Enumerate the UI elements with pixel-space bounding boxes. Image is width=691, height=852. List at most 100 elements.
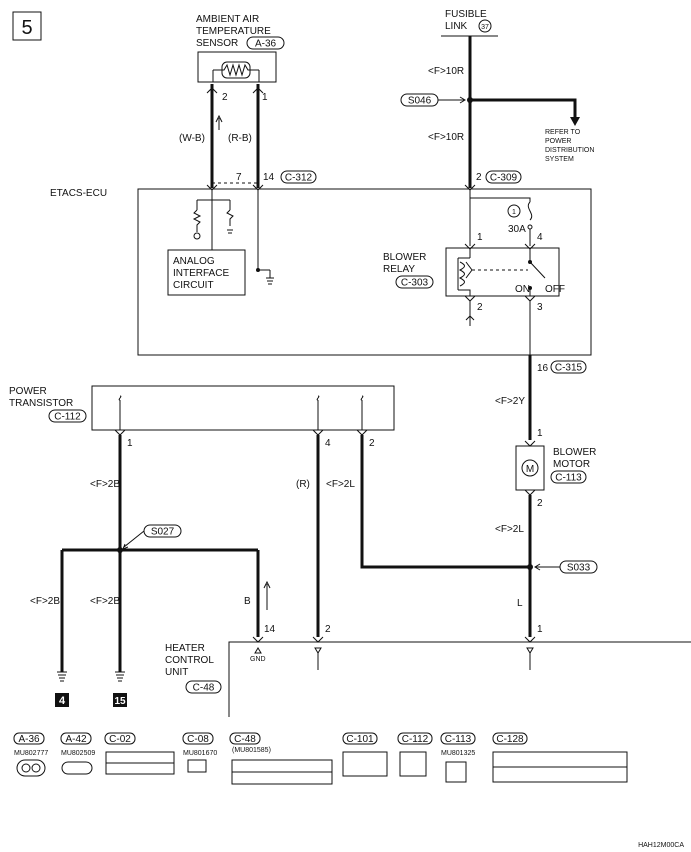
svg-text:MU801325: MU801325 — [441, 750, 475, 757]
svg-text:4: 4 — [537, 232, 543, 243]
svg-text:MU802509: MU802509 — [61, 750, 95, 757]
transistor-label-2: TRANSISTOR — [9, 398, 73, 409]
refer-arrow-icon — [570, 117, 580, 126]
svg-text:MU802777: MU802777 — [14, 750, 48, 757]
svg-text:A-42: A-42 — [65, 734, 87, 745]
svg-text:<F>2L: <F>2L — [326, 479, 355, 490]
blower-motor-box — [515, 445, 545, 491]
svg-text:<F>2B: <F>2B — [90, 596, 120, 607]
fuse-icon — [527, 201, 533, 221]
svg-text:2: 2 — [476, 172, 482, 183]
etacs-ecu-box — [137, 188, 592, 356]
transistor-label-1: POWER — [9, 386, 47, 397]
fusible-number: 37 — [481, 24, 489, 31]
figure-code: HAH12M00CA — [638, 842, 684, 849]
svg-text:C-315: C-315 — [555, 363, 583, 374]
svg-text:DISTRIBUTION: DISTRIBUTION — [545, 147, 594, 154]
heater-label-3: UNIT — [165, 667, 188, 678]
page-number: 5 — [21, 17, 32, 39]
relay-label-1: BLOWER — [383, 252, 426, 263]
svg-text:(MU801585): (MU801585) — [232, 747, 271, 754]
svg-text:C-08: C-08 — [187, 734, 209, 745]
svg-text:2: 2 — [477, 302, 483, 313]
svg-text:GND: GND — [250, 656, 266, 663]
svg-text:M: M — [526, 464, 534, 475]
svg-text:S046: S046 — [408, 96, 432, 107]
svg-text:16: 16 — [537, 363, 549, 374]
svg-text:S033: S033 — [567, 563, 591, 574]
thermistor-icon — [213, 63, 259, 77]
svg-text:1: 1 — [127, 438, 133, 449]
ground-icon — [266, 270, 274, 285]
transistor-pin2-wire — [360, 435, 530, 569]
svg-text:B: B — [244, 596, 251, 607]
ground-point-4 — [55, 693, 69, 707]
blower-relay-box — [445, 247, 560, 297]
motor-icon — [521, 459, 539, 477]
svg-text:2: 2 — [222, 92, 228, 103]
svg-text:POWER: POWER — [545, 138, 571, 145]
svg-text:C-48: C-48 — [234, 734, 256, 745]
fuse-number: 1 — [512, 209, 516, 216]
power-transistor-box — [91, 385, 395, 431]
svg-text:30A: 30A — [508, 224, 526, 235]
connector-legend: A-36 MU802777 A-42 MU802509 C-02 C-08 MU… — [13, 732, 628, 785]
relay-coil-icon — [458, 261, 465, 287]
svg-text:7: 7 — [236, 172, 242, 183]
svg-text:C-309: C-309 — [490, 173, 518, 184]
sensor-label-1: AMBIENT AIR — [196, 14, 259, 25]
svg-text:S027: S027 — [151, 527, 175, 538]
svg-text:2: 2 — [537, 498, 543, 509]
svg-text:C-303: C-303 — [401, 278, 429, 289]
fusible-label-1: FUSIBLE — [445, 9, 487, 20]
sensor-connector-oval — [246, 36, 285, 50]
svg-text:<F>2L: <F>2L — [495, 524, 524, 535]
svg-text:C-02: C-02 — [109, 734, 131, 745]
heater-label-1: HEATER — [165, 643, 205, 654]
relay-label-2: RELAY — [383, 264, 415, 275]
svg-text:C-112: C-112 — [402, 734, 429, 745]
svg-text:14: 14 — [263, 172, 275, 183]
svg-text:(R): (R) — [296, 479, 310, 490]
svg-text:1: 1 — [262, 92, 268, 103]
sensor-label-2: TEMPERATURE — [196, 26, 271, 37]
svg-text:C-113: C-113 — [445, 734, 472, 745]
heater-control-box — [228, 641, 691, 717]
svg-text:1: 1 — [537, 428, 543, 439]
svg-text:2: 2 — [369, 438, 375, 449]
svg-text:ON: ON — [515, 284, 530, 295]
svg-text:3: 3 — [537, 302, 543, 313]
svg-text:OFF: OFF — [545, 284, 565, 295]
svg-text:15: 15 — [114, 696, 126, 707]
ground-symbol-icon — [57, 671, 125, 682]
wire-color-wb: (W-B) — [179, 133, 205, 144]
analog-interface-box — [167, 249, 246, 296]
svg-text:<F>10R: <F>10R — [428, 66, 464, 77]
signal-arrow-icon — [215, 114, 223, 130]
svg-text:A-36: A-36 — [18, 734, 40, 745]
sensor-connector: A-36 — [255, 39, 277, 50]
ground-point-15 — [113, 693, 127, 707]
svg-text:14: 14 — [264, 624, 276, 635]
heater-label-2: CONTROL — [165, 655, 214, 666]
svg-text:ANALOG: ANALOG — [173, 256, 215, 267]
svg-text:BLOWER: BLOWER — [553, 447, 596, 458]
svg-text:<F>2B: <F>2B — [30, 596, 60, 607]
fusible-label-2: LINK — [445, 21, 468, 32]
svg-text:4: 4 — [325, 438, 331, 449]
svg-text:CIRCUIT: CIRCUIT — [173, 280, 214, 291]
svg-text:C-128: C-128 — [496, 734, 524, 745]
svg-text:REFER TO: REFER TO — [545, 129, 581, 136]
sensor-body — [197, 51, 277, 83]
svg-text:C-112: C-112 — [54, 412, 81, 423]
svg-text:<F>2Y: <F>2Y — [495, 396, 525, 407]
svg-text:C-113: C-113 — [555, 473, 582, 484]
svg-text:1: 1 — [477, 232, 483, 243]
svg-text:MU801670: MU801670 — [183, 750, 217, 757]
relay-switch-icon — [529, 249, 546, 279]
etacs-label: ETACS-ECU — [50, 188, 107, 199]
wire-color-rb: (R-B) — [228, 133, 252, 144]
svg-text:2: 2 — [325, 624, 331, 635]
svg-text:C-48: C-48 — [193, 683, 215, 694]
